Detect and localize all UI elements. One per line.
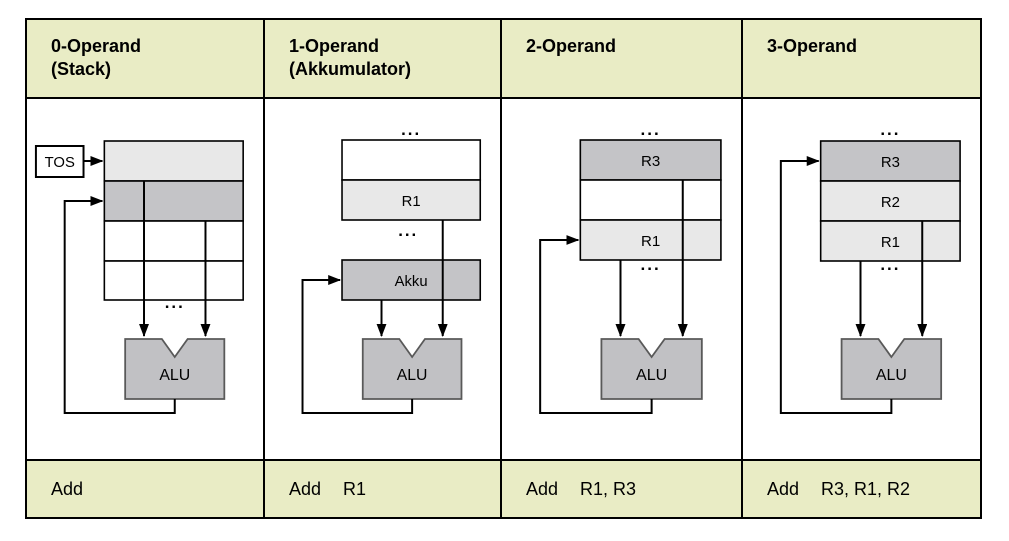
alu-box (124, 338, 226, 400)
register-cell (341, 139, 482, 181)
instruction-opcode: Add (767, 478, 800, 499)
instruction-opcode: Add (51, 478, 84, 499)
header-3-operand: 3-Operand (743, 20, 980, 99)
tos-box (34, 145, 85, 178)
alu-box (840, 338, 943, 400)
register-cell-r3 (579, 139, 722, 181)
diagram-two-operand-machine: ... R3 R1 ... ALU (502, 99, 743, 459)
diagram-three-operand-machine: ... R3 R2 R1 ... ALU (743, 99, 980, 459)
header-1-operand: 1-Operand (Akkumulator) (265, 20, 502, 99)
result-feedback-wire (301, 275, 414, 414)
register-cells (579, 139, 722, 261)
register-label-r3: R3 (881, 154, 900, 171)
header-line: 0-Operand (51, 36, 142, 56)
instruction-example-accumulator: Add R1 (265, 459, 502, 517)
ellipsis-bottom: ... (880, 255, 900, 274)
ellipsis-top: ... (640, 120, 660, 139)
result-feedback-wire (779, 156, 893, 414)
stack-cell-second (103, 180, 244, 222)
tos-label: TOS (45, 154, 75, 171)
result-feedback-wire (63, 196, 176, 414)
register-cell-r1 (341, 179, 482, 221)
header-line: 2-Operand (526, 36, 617, 56)
register-label-r3: R3 (641, 153, 660, 170)
header-line: (Akkumulator) (289, 59, 412, 79)
stack-machine-svg: TOS ... ALU (34, 140, 244, 414)
ellipsis-bottom: ... (398, 221, 418, 240)
instruction-example-stack: Add (27, 459, 265, 517)
register-cell-r3 (819, 140, 961, 182)
header-line: 3-Operand (767, 36, 858, 56)
accumulator-machine-svg: ... R1 ... Akku ALU (301, 120, 482, 414)
ellipsis-bottom: ... (165, 293, 185, 312)
register-cell-r1 (819, 220, 961, 262)
isa-comparison-table: 0-Operand (Stack) 1-Operand (Akkumulator… (25, 18, 982, 519)
alu-label: ALU (397, 367, 428, 384)
header-0-operand: 0-Operand (Stack) (27, 20, 265, 99)
result-feedback-wire (539, 235, 653, 414)
instruction-operands: R1, R3 (580, 478, 637, 499)
register-label-r1: R1 (641, 233, 660, 250)
register-cell-r1 (579, 219, 722, 261)
stack-cell-top (103, 140, 244, 182)
header-line: 1-Operand (289, 36, 380, 56)
alu-label: ALU (876, 367, 907, 384)
instruction-operands: R1 (343, 478, 367, 499)
register-cells (341, 139, 482, 221)
instruction-example-two-operand: Add R1, R3 (502, 459, 743, 517)
ellipsis-bottom: ... (640, 255, 660, 274)
akku-box (341, 259, 482, 301)
register-label-r1: R1 (881, 234, 900, 251)
alu-label: ALU (636, 366, 667, 384)
header-2-operand: 2-Operand (502, 20, 743, 99)
diagram-stack-machine: TOS ... ALU (27, 99, 265, 459)
alu-box (600, 338, 703, 400)
instruction-example-three-operand: Add R3, R1, R2 (743, 459, 980, 517)
diagram-accumulator-machine: ... R1 ... Akku ALU (265, 99, 502, 459)
register-cell-r2 (819, 180, 961, 222)
stack-cell (103, 220, 244, 262)
alu-label: ALU (159, 367, 190, 384)
ellipsis-top: ... (401, 120, 421, 139)
register-cell (579, 179, 722, 221)
header-line: (Stack) (51, 59, 112, 79)
instruction-opcode: Add (526, 478, 559, 499)
ellipsis-top: ... (880, 120, 900, 139)
three-operand-machine-svg: ... R3 R2 R1 ... ALU (779, 120, 961, 414)
two-operand-machine-svg: ... R3 R1 ... ALU (539, 120, 722, 414)
register-label-r1: R1 (402, 194, 421, 210)
alu-box (361, 338, 463, 400)
register-label-r2: R2 (881, 194, 900, 211)
akku-label: Akku (395, 274, 428, 290)
instruction-operands: R3, R1, R2 (821, 478, 911, 499)
stack-cells (103, 140, 244, 301)
instruction-opcode: Add (289, 478, 322, 499)
stack-cell (103, 260, 244, 301)
register-cells (819, 140, 961, 262)
